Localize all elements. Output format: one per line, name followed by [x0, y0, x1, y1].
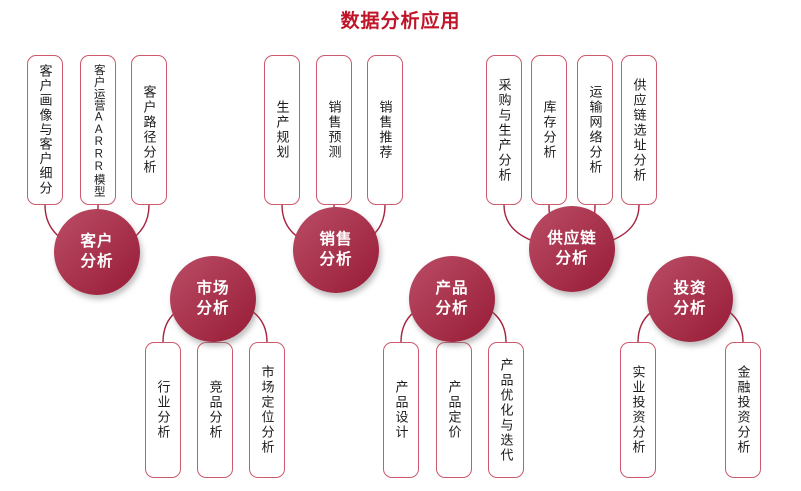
- investment-analysis-circle: 投资分析: [647, 256, 733, 342]
- supply-chain-analysis-box-2: 库存分析: [531, 55, 567, 205]
- investment-analysis-box-1: 实业投资分析: [620, 342, 656, 478]
- investment-analysis-box-2: 金融投资分析: [725, 342, 761, 478]
- box-label: 行业分析: [155, 380, 171, 440]
- customer-analysis-box-3: 客户路径分析: [131, 55, 167, 205]
- circle-label-line: 分析: [673, 300, 707, 317]
- circle-label-line: 分析: [435, 300, 469, 317]
- circle-label-line: 分析: [555, 250, 589, 267]
- market-analysis-box-3: 市场定位分析: [249, 342, 285, 478]
- circle-label: 客户分析: [80, 232, 113, 272]
- box-label: 市场定位分析: [259, 365, 275, 455]
- box-label: 客户路径分析: [141, 85, 157, 175]
- box-label: 产品设计: [393, 380, 409, 440]
- box-label: 竞品分析: [207, 380, 223, 440]
- product-analysis-box-1: 产品设计: [383, 342, 419, 478]
- circle-label-line: 供应链: [547, 229, 597, 247]
- supply-chain-analysis-circle: 供应链分析: [529, 206, 615, 292]
- circle-label: 供应链分析: [547, 229, 597, 269]
- box-label: 采购与生产分析: [496, 77, 512, 183]
- circle-label-line: 分析: [196, 300, 230, 317]
- box-label: 运输网络分析: [587, 85, 603, 175]
- customer-analysis-box-2: 客户运营AARRR模型: [80, 55, 116, 205]
- box-label: 客户运营AARRR模型: [92, 63, 105, 197]
- product-analysis-circle: 产品分析: [409, 256, 495, 342]
- circle-label-line: 销售: [319, 230, 353, 248]
- market-analysis-box-2: 竞品分析: [197, 342, 233, 478]
- customer-analysis-box-1: 客户画像与客户细分: [27, 55, 63, 205]
- circle-label-line: 分析: [80, 253, 114, 270]
- circle-label: 销售分析: [319, 230, 352, 270]
- circle-label-line: 产品: [435, 279, 469, 297]
- box-label: 产品优化与迭代: [498, 357, 514, 463]
- sales-analysis-circle: 销售分析: [293, 207, 379, 293]
- box-label: 销售推荐: [377, 100, 393, 160]
- circle-label-line: 投资: [673, 279, 707, 297]
- circle-label-line: 市场: [196, 279, 230, 297]
- market-analysis-box-1: 行业分析: [145, 342, 181, 478]
- box-label: 客户画像与客户细分: [37, 64, 53, 196]
- circle-label-line: 客户: [80, 232, 114, 250]
- supply-chain-analysis-box-1: 采购与生产分析: [486, 55, 522, 205]
- sales-analysis-box-3: 销售推荐: [367, 55, 403, 205]
- box-label: 实业投资分析: [630, 365, 646, 455]
- sales-analysis-box-2: 销售预测: [316, 55, 352, 205]
- box-label: 产品定价: [446, 380, 462, 440]
- supply-chain-analysis-box-4: 供应链选址分析: [621, 55, 657, 205]
- page-title: 数据分析应用: [340, 11, 461, 32]
- product-analysis-box-3: 产品优化与迭代: [488, 342, 524, 478]
- market-analysis-circle: 市场分析: [170, 256, 256, 342]
- customer-analysis-circle: 客户分析: [54, 209, 140, 295]
- box-label: 生产规划: [274, 100, 290, 160]
- box-label: 金融投资分析: [735, 365, 751, 455]
- circle-label-line: 分析: [319, 251, 353, 268]
- circle-label: 产品分析: [435, 279, 468, 319]
- box-label: 销售预测: [326, 100, 342, 160]
- product-analysis-box-2: 产品定价: [436, 342, 472, 478]
- supply-chain-analysis-box-3: 运输网络分析: [577, 55, 613, 205]
- circle-label: 投资分析: [673, 279, 706, 319]
- box-label: 库存分析: [541, 100, 557, 160]
- sales-analysis-box-1: 生产规划: [264, 55, 300, 205]
- circle-label: 市场分析: [196, 279, 229, 319]
- box-label: 供应链选址分析: [631, 77, 647, 183]
